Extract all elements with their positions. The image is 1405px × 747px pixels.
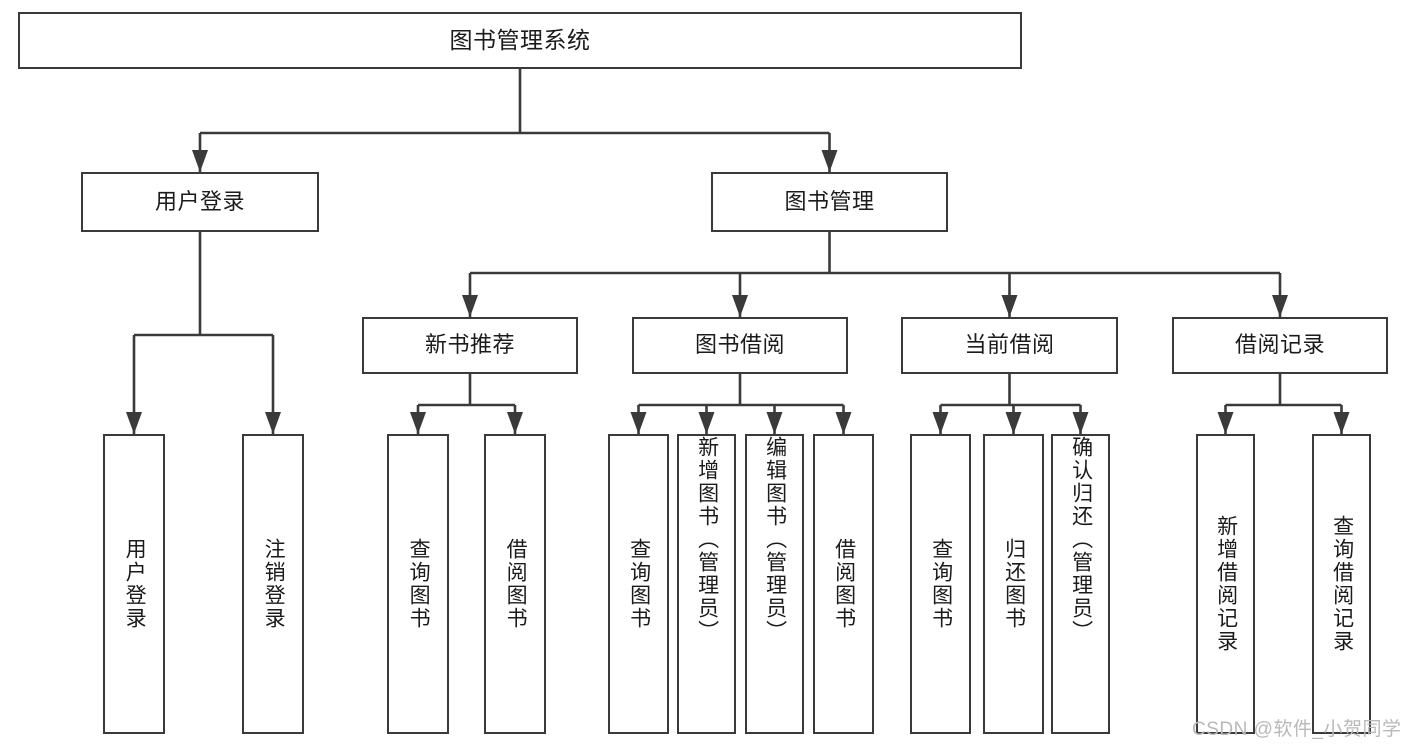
node-current-borrow[interactable]: 当前借阅 <box>901 317 1118 374</box>
arrow-head-icon <box>507 412 523 434</box>
node-label: 查询图书 <box>627 538 651 630</box>
node-label: 编辑图书（管理员） <box>763 436 787 643</box>
node-new-book-rec[interactable]: 新书推荐 <box>362 317 578 374</box>
node-leaf-user-login[interactable]: 用户登录 <box>103 434 165 734</box>
node-leaf-borrow-book[interactable]: 借阅图书 <box>813 434 874 734</box>
arrow-head-icon <box>630 412 647 434</box>
node-user-login[interactable]: 用户登录 <box>81 172 319 232</box>
arrow-head-icon <box>410 412 426 434</box>
node-borrow-record[interactable]: 借阅记录 <box>1172 317 1388 374</box>
node-label: 查询借阅记录 <box>1330 515 1354 653</box>
node-label: 图书管理 <box>784 188 875 214</box>
node-root[interactable]: 图书管理系统 <box>18 12 1022 69</box>
node-leaf-return-book[interactable]: 归还图书 <box>983 434 1044 734</box>
node-leaf-add-book[interactable]: 新增图书（管理员） <box>677 434 736 734</box>
arrow-head-icon <box>1072 412 1089 434</box>
arrow-head-icon <box>698 412 715 434</box>
arrow-head-icon <box>835 412 852 434</box>
node-leaf-confirm-return[interactable]: 确认归还（管理员） <box>1051 434 1110 734</box>
node-label: 新增借阅记录 <box>1214 515 1238 653</box>
node-label: 图书借阅 <box>694 332 785 358</box>
node-label: 图书管理系统 <box>449 26 591 53</box>
arrow-head-icon <box>732 295 748 317</box>
node-label: 借阅记录 <box>1234 332 1325 358</box>
arrow-head-icon <box>1217 412 1234 434</box>
node-leaf-borrow-book-rec[interactable]: 借阅图书 <box>484 434 546 734</box>
arrow-head-icon <box>766 412 783 434</box>
node-label: 确认归还（管理员） <box>1069 436 1093 643</box>
node-label: 归还图书 <box>1002 538 1026 630</box>
node-leaf-edit-book[interactable]: 编辑图书（管理员） <box>745 434 804 734</box>
node-book-manage[interactable]: 图书管理 <box>711 172 948 232</box>
arrow-head-icon <box>462 295 478 317</box>
node-label: 借阅图书 <box>504 538 528 630</box>
node-label: 当前借阅 <box>964 332 1055 358</box>
node-label: 借阅图书 <box>832 538 856 630</box>
arrow-head-icon <box>932 412 949 434</box>
node-leaf-query-book-rec[interactable]: 查询图书 <box>387 434 449 734</box>
node-leaf-query-book-cur[interactable]: 查询图书 <box>910 434 971 734</box>
arrow-head-icon <box>1333 412 1350 434</box>
node-label: 新书推荐 <box>424 332 515 358</box>
node-label: 新增图书（管理员） <box>695 436 719 643</box>
arrow-head-icon <box>1005 412 1022 434</box>
node-leaf-add-record[interactable]: 新增借阅记录 <box>1196 434 1255 734</box>
arrow-head-icon <box>265 412 281 434</box>
node-label: 查询图书 <box>929 538 953 630</box>
node-leaf-query-book-borrow[interactable]: 查询图书 <box>608 434 669 734</box>
arrow-head-icon <box>1272 295 1288 317</box>
arrow-head-icon <box>192 150 208 172</box>
node-label: 查询图书 <box>407 538 431 630</box>
node-label: 用户登录 <box>123 538 147 630</box>
node-leaf-query-record[interactable]: 查询借阅记录 <box>1312 434 1371 734</box>
node-leaf-logout[interactable]: 注销登录 <box>242 434 304 734</box>
arrow-head-icon <box>821 150 838 172</box>
watermark-label: CSDN @软件_小贺同学 <box>1192 719 1402 740</box>
node-label: 用户登录 <box>154 188 245 214</box>
arrow-head-icon <box>126 412 142 434</box>
node-label: 注销登录 <box>262 538 286 630</box>
node-book-borrow[interactable]: 图书借阅 <box>632 317 848 374</box>
arrow-head-icon <box>1001 295 1018 317</box>
